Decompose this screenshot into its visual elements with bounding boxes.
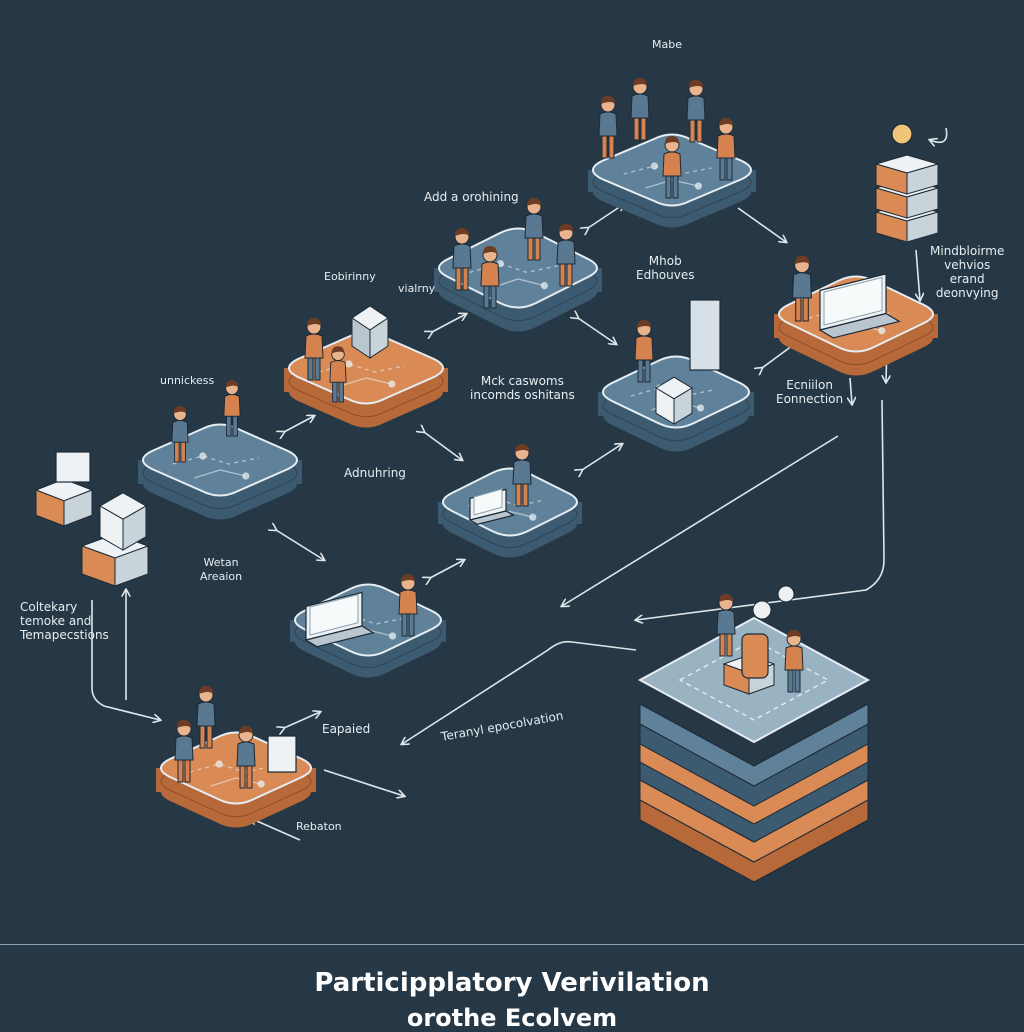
arrow-rebaton — [250, 818, 301, 841]
platform-planning-circuit — [623, 162, 712, 190]
label-mindbloirme: Mindbloirme vehvios erand deonvying — [930, 244, 1005, 300]
arrow-center-link — [424, 432, 462, 460]
stack-cylinder — [741, 633, 769, 679]
person-tinkering-2 — [223, 380, 241, 437]
server-box — [351, 305, 389, 359]
production-machine — [689, 299, 721, 371]
person-planning-1 — [598, 96, 618, 159]
arrow-bulb — [930, 127, 948, 142]
question-bubble-icon-2 — [777, 585, 795, 603]
layered-stack-platform — [637, 616, 871, 883]
monitor-desk-box — [34, 478, 94, 527]
person-computer-lab-1 — [792, 255, 812, 322]
platform-tinkering-circuit — [172, 452, 259, 480]
label-adnuhring: Adnuhring — [344, 466, 406, 480]
label-coltekary: Coltekary temoke and Temapecstions — [20, 600, 109, 642]
person-building-2 — [329, 346, 347, 403]
arrow-long-diag — [562, 435, 839, 606]
arrow-far-left — [91, 600, 160, 720]
person-tinkering-1 — [171, 406, 189, 463]
question-bubble-icon — [752, 600, 772, 620]
person-building-1 — [304, 318, 324, 381]
label-wetan-areaion: Wetan Areaion — [200, 556, 243, 583]
label-ecniilon: Ecniilon Eonnection — [776, 378, 844, 406]
left-white-cube — [98, 492, 148, 551]
arrow-right-link — [737, 207, 786, 242]
person-collab-2 — [196, 686, 216, 749]
arrow-left-down-link — [276, 530, 324, 560]
person-planning-2 — [630, 78, 650, 141]
laptop-coding — [304, 591, 375, 648]
platform-tinkering — [138, 423, 302, 520]
arrow-center-right-link — [582, 444, 622, 470]
bulb-stack-box-3 — [874, 154, 940, 195]
label-rebaton: Rebaton — [296, 820, 342, 833]
label-unnickess: unnickess — [160, 374, 215, 387]
platform-building — [284, 331, 448, 428]
label-vialrny: vialrny — [398, 282, 436, 295]
platform-collaboration-circuit — [189, 760, 274, 788]
lightbulb-icon — [891, 123, 913, 145]
arrow-stack-to-left — [402, 640, 637, 744]
person-production-1 — [634, 320, 654, 383]
arrow-right-to-stack — [636, 399, 885, 620]
production-cube — [655, 376, 693, 425]
person-coaching-2 — [480, 246, 500, 309]
platform-building-circuit — [318, 360, 405, 388]
laptop-analysis — [468, 488, 515, 525]
label-eapaied: Eapaied — [322, 722, 371, 736]
arrow-upper-left-link — [432, 314, 466, 332]
person-planning-3 — [662, 136, 682, 199]
diagram-subtitle: orothe Ecolvem — [406, 1004, 618, 1032]
diagram-title: Participplatory Verivilation — [314, 968, 710, 998]
arrow-bottom-out — [323, 769, 404, 796]
label-mabe: Mabe — [652, 38, 682, 51]
left-monitor — [55, 451, 91, 483]
arrow-mid-link — [578, 318, 616, 344]
person-coaching-4 — [556, 224, 576, 287]
arrow-bottom-center-link — [430, 560, 464, 578]
arrow-right-down — [916, 249, 920, 300]
label-mck-caswoms: Mck caswoms incomds oshitans — [470, 374, 575, 402]
person-coding-1 — [398, 574, 418, 637]
label-eobirinny: Eobirinny — [324, 270, 376, 283]
arrow-bottom-left-link — [284, 712, 320, 728]
person-analysis-1 — [512, 444, 532, 507]
person-coaching-3 — [524, 198, 544, 261]
stack-layer-5 — [639, 703, 869, 787]
person-collab-1 — [174, 720, 194, 783]
person-planning-5 — [716, 118, 736, 181]
arrow-left-mid-link — [284, 416, 314, 432]
footer-divider — [0, 944, 1024, 945]
bulb-stack-box-2 — [874, 178, 940, 219]
people-layer — [34, 78, 940, 789]
person-collab-3 — [236, 726, 256, 789]
person-coaching-1 — [452, 228, 472, 291]
label-mhob-edhouves: Mhob Edhouves — [636, 254, 695, 282]
laptop-computer-lab — [818, 273, 901, 339]
arrow-down-small — [850, 377, 852, 404]
label-add-a-orohining: Add a orohining — [424, 190, 519, 204]
arrow-top-link — [588, 204, 624, 228]
collab-board — [267, 735, 297, 773]
person-stack-2 — [784, 630, 804, 693]
person-stack-1 — [716, 594, 736, 657]
person-planning-4 — [686, 80, 706, 143]
